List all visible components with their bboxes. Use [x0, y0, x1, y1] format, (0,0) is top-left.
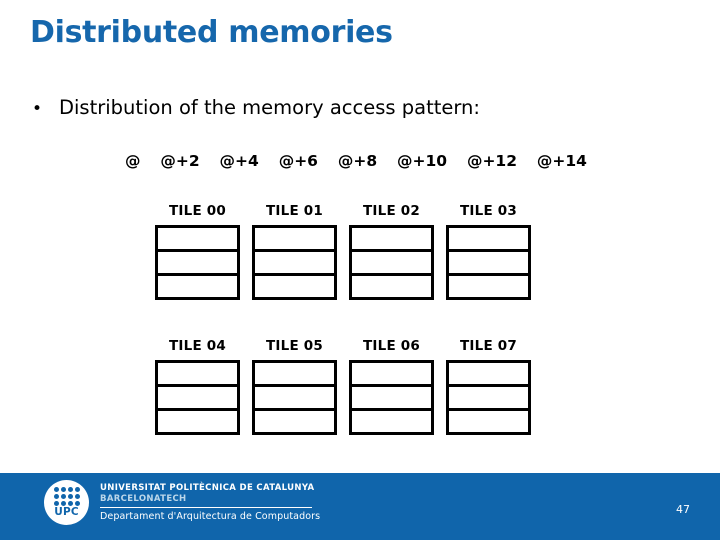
- tile-cell: [158, 273, 237, 297]
- bullet-text: Distribution of the memory access patter…: [59, 96, 480, 119]
- tile-cell: [449, 384, 528, 408]
- tile-box: [252, 225, 337, 300]
- tile-cell: [449, 273, 528, 297]
- footer-divider: [100, 507, 312, 509]
- address-label: @+6: [278, 152, 318, 170]
- address-label: @+8: [337, 152, 378, 170]
- tile-cell: [449, 408, 528, 432]
- tile-label: TILE 01: [266, 203, 323, 219]
- university-brand: BARCELONATECH: [100, 493, 187, 504]
- university-name: UNIVERSITAT POLITÈCNICA DE CATALUNYA: [100, 482, 315, 493]
- page-number: 47: [676, 503, 690, 516]
- tile-label: TILE 06: [363, 338, 420, 354]
- tile-label: TILE 03: [460, 203, 517, 219]
- tile-cell: [352, 384, 431, 408]
- bullet-item: • Distribution of the memory access patt…: [32, 96, 480, 119]
- upc-wordmark: UPC: [54, 506, 79, 519]
- tile-box: [155, 360, 240, 435]
- tile-label: TILE 04: [169, 338, 226, 354]
- tile-cell: [352, 273, 431, 297]
- tile-box: [349, 360, 434, 435]
- tile-cell: [255, 228, 334, 249]
- tile-box: [349, 225, 434, 300]
- upc-dot: [74, 487, 80, 493]
- tile-cell: [255, 363, 334, 384]
- upc-dot: [60, 494, 66, 500]
- tile-cell: [255, 384, 334, 408]
- tile-row: TILE 04 TILE 05 TILE 06 TILE: [155, 338, 531, 435]
- tile-cell: [255, 273, 334, 297]
- tile-cell: [158, 249, 237, 273]
- upc-dot: [74, 501, 80, 507]
- tile-cell: [158, 408, 237, 432]
- tile-cell: [352, 228, 431, 249]
- upc-dot: [53, 501, 59, 507]
- tile-cell: [352, 408, 431, 432]
- tile: TILE 07: [446, 338, 531, 435]
- tile-cell: [158, 228, 237, 249]
- page-title: Distributed memories: [30, 15, 393, 50]
- department-name: Departament d'Arquitectura de Computador…: [100, 511, 321, 523]
- address-label-row: @ @+2 @+4 @+6 @+8 @+10 @+12 @+14: [125, 152, 587, 170]
- tile-label: TILE 05: [266, 338, 323, 354]
- tile-box: [252, 360, 337, 435]
- tile-box: [446, 360, 531, 435]
- upc-dot: [53, 494, 59, 500]
- upc-dot: [67, 487, 73, 493]
- tile-cell: [449, 363, 528, 384]
- tile: TILE 03: [446, 203, 531, 300]
- footer-branding: UPC UNIVERSITAT POLITÈCNICA DE CATALUNYA…: [44, 480, 320, 525]
- tile-cell: [255, 408, 334, 432]
- address-label: @+2: [160, 152, 200, 170]
- upc-dot: [74, 494, 80, 500]
- tile-label: TILE 02: [363, 203, 420, 219]
- tile-label: TILE 00: [169, 203, 226, 219]
- tile-box: [446, 225, 531, 300]
- tile-label: TILE 07: [460, 338, 517, 354]
- address-label: @+4: [219, 152, 259, 170]
- upc-dot: [60, 501, 66, 507]
- address-label: @+14: [536, 152, 587, 170]
- tile-cell: [449, 228, 528, 249]
- tile: TILE 06: [349, 338, 434, 435]
- bullet-marker-icon: •: [32, 99, 43, 119]
- tile-cell: [158, 384, 237, 408]
- tile-row: TILE 00 TILE 01 TILE 02 TILE: [155, 203, 531, 300]
- tile-cell: [158, 363, 237, 384]
- upc-dot: [67, 494, 73, 500]
- upc-logo-icon: UPC: [44, 480, 89, 525]
- tile-box: [155, 225, 240, 300]
- tile-grid: TILE 00 TILE 01 TILE 02 TILE: [155, 203, 531, 435]
- address-label: @+10: [397, 152, 448, 170]
- tile-cell: [449, 249, 528, 273]
- tile: TILE 02: [349, 203, 434, 300]
- upc-dot: [53, 487, 59, 493]
- upc-dot: [67, 501, 73, 507]
- tile: TILE 05: [252, 338, 337, 435]
- tile: TILE 04: [155, 338, 240, 435]
- tile-cell: [255, 249, 334, 273]
- tile-cell: [352, 249, 431, 273]
- address-label: @: [125, 152, 141, 170]
- tile: TILE 01: [252, 203, 337, 300]
- tile-cell: [352, 363, 431, 384]
- address-label: @+12: [466, 152, 517, 170]
- upc-dot: [60, 487, 66, 493]
- footer-text-block: UNIVERSITAT POLITÈCNICA DE CATALUNYA BAR…: [100, 483, 320, 522]
- tile: TILE 00: [155, 203, 240, 300]
- footer-band: UPC UNIVERSITAT POLITÈCNICA DE CATALUNYA…: [0, 473, 720, 540]
- upc-dots-icon: [53, 487, 80, 507]
